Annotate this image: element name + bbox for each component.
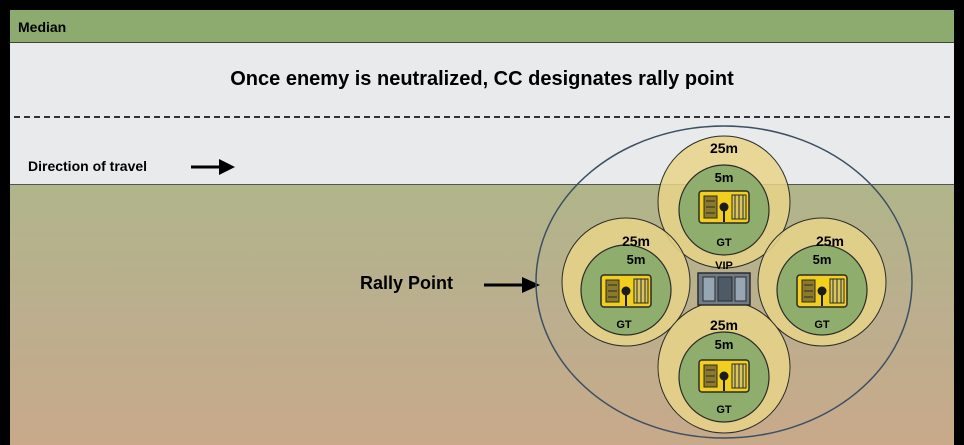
outer-radius-label: 25m [816,233,844,249]
travel-arrow-icon [191,159,235,175]
outer-radius-label: 25m [710,317,738,333]
median-label: Median [18,19,67,35]
vehicle-role-label: GT [716,404,732,416]
gun-truck-icon [698,359,750,393]
vip-label: VIP [715,260,733,272]
vehicle-role-label: GT [814,319,830,331]
inner-radius-label: 5m [715,170,734,185]
gun-truck-icon [600,274,652,308]
gun-truck-icon [698,190,750,224]
lane-divider [14,116,950,118]
vehicle-role-label: GT [716,237,732,249]
inner-radius-label: 5m [813,252,832,267]
rally-point-label: Rally Point [360,273,454,293]
rally-point-perimeter [535,125,913,439]
inner-radius-label: 5m [715,337,734,352]
outer-radius-label: 25m [710,140,738,156]
road [10,43,954,185]
headline: Once enemy is neutralized, CC designates… [230,68,734,90]
gun-truck-icon [796,274,848,308]
outer-radius-label: 25m [622,233,650,249]
median-strip: Median [10,10,954,43]
vehicle-role-label: GT [616,319,632,331]
inner-radius-label: 5m [627,252,646,267]
direction-of-travel-label: Direction of travel [28,158,148,174]
formation: VIP 25m 5m GT 25m 5m GT 25m 5m GT 25m 5m… [535,125,913,439]
rally-point-arrow-icon [484,277,540,293]
vip-vehicle-icon [697,272,751,306]
